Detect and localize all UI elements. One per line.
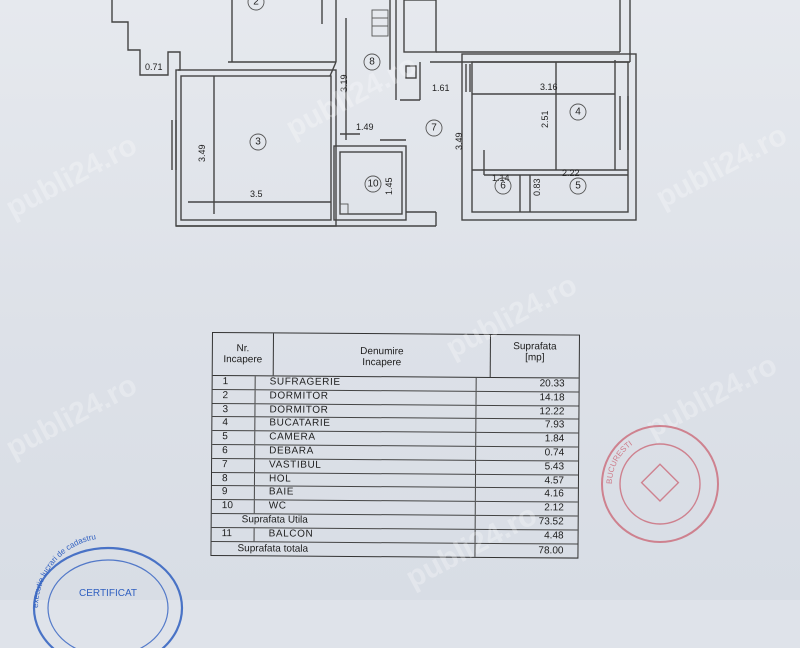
total-area-label: Suprafata totala (211, 541, 476, 557)
row-nr: 4 (212, 417, 256, 431)
floor-plan: 0.71 3.19 3.49 3.5 1.49 1.45 1.61 3.16 2… (111, 0, 637, 227)
row-name: DORMITOR (255, 390, 477, 405)
room-number-5: 5 (575, 181, 581, 192)
dim-label: 0.83 (532, 178, 542, 196)
header-area-line1: Suprafata (513, 341, 557, 353)
table-header: Nr. Incapere Denumire Incapere Suprafata… (212, 333, 579, 379)
dim-label: 3.49 (454, 132, 464, 150)
row-area: 4.57 (544, 474, 565, 487)
row-area: 1.84 (544, 433, 565, 445)
row-nr: 1 (212, 376, 256, 390)
dim-label: 3.19 (339, 74, 349, 92)
room-number-8: 8 (369, 57, 375, 68)
row-name: BAIE (254, 486, 476, 502)
row-area: 2.12 (544, 502, 564, 514)
red-stamp-text: BUCURESTI (605, 439, 634, 484)
dim-label: 3.49 (197, 144, 207, 162)
dim-label: 3.5 (250, 189, 263, 199)
blue-stamp-text: CERTIFICAT (79, 588, 137, 599)
util-area-value: 73.52 (538, 516, 564, 528)
row-nr: 8 (211, 472, 256, 486)
row-area: 14.18 (539, 392, 565, 404)
row-area: 5.43 (544, 461, 565, 473)
room-number-6: 6 (500, 181, 506, 192)
red-stamp: BUCURESTI (601, 425, 719, 543)
total-area-row: Suprafata totala 78.00 (211, 541, 577, 558)
room-number-3: 3 (255, 137, 261, 148)
row-name: BUCATARIE (255, 417, 477, 433)
header-name-line2: Incapere (362, 357, 402, 369)
row-name: CAMERA (255, 431, 477, 446)
room-number-4: 4 (575, 107, 581, 118)
dim-label: 2.22 (562, 168, 580, 178)
header-area: Suprafata [mp] (491, 335, 579, 378)
header-name: Denumire Incapere (273, 333, 491, 377)
row-nr: 10 (211, 500, 255, 514)
dim-label: 2.51 (540, 110, 550, 128)
row-nr: 7 (212, 458, 256, 472)
row-nr: 6 (212, 444, 256, 459)
room-number-10: 10 (367, 179, 379, 190)
row-nr: 5 (212, 431, 256, 445)
row-name: SUFRAGERIE (255, 376, 477, 391)
row-nr: 3 (212, 403, 256, 417)
room-number-2: 2 (253, 0, 259, 8)
row-area: 4.48 (544, 530, 564, 542)
room-number-7: 7 (431, 123, 437, 134)
dim-label: 1.45 (384, 177, 394, 195)
row-nr: 11 (211, 527, 255, 541)
row-area: 7.93 (544, 419, 565, 431)
row-area: 12.22 (539, 405, 565, 418)
blue-stamp: executie lucrari de cadastru CERTIFICAT (31, 532, 184, 648)
row-name: VASTIBUL (255, 459, 477, 474)
plan-dimensions: 0.71 3.19 3.49 3.5 1.49 1.45 1.61 3.16 2… (145, 62, 580, 199)
row-name: DORMITOR (255, 403, 477, 419)
dim-label: 1.61 (432, 83, 450, 93)
row-area: 20.33 (539, 378, 565, 390)
row-name: HOL (254, 472, 477, 488)
header-nr-line1: Nr. (236, 343, 250, 355)
total-area-value: 78.00 (538, 544, 564, 557)
room-markers: 2 8 3 10 7 4 6 5 (247, 0, 587, 195)
header-nr-line2: Incapere (223, 354, 263, 366)
util-area-label: Suprafata Utila (211, 513, 476, 529)
plan-walls (111, 0, 637, 227)
row-nr: 2 (212, 389, 256, 403)
header-nr: Nr. Incapere (212, 333, 274, 376)
dim-label: 3.16 (540, 82, 558, 92)
row-area: 0.74 (544, 447, 565, 459)
row-nr: 9 (211, 486, 255, 500)
header-area-line2: [mp] (525, 352, 545, 364)
row-name: BALCON (254, 528, 476, 543)
surface-table: Nr. Incapere Denumire Incapere Suprafata… (210, 332, 580, 559)
dim-label: 0.71 (145, 62, 163, 72)
row-name: DEBARA (255, 445, 477, 460)
dim-label: 1.49 (356, 122, 374, 132)
row-name: WC (254, 500, 476, 515)
svg-text:BUCURESTI: BUCURESTI (605, 439, 634, 484)
row-area: 4.16 (544, 488, 564, 500)
